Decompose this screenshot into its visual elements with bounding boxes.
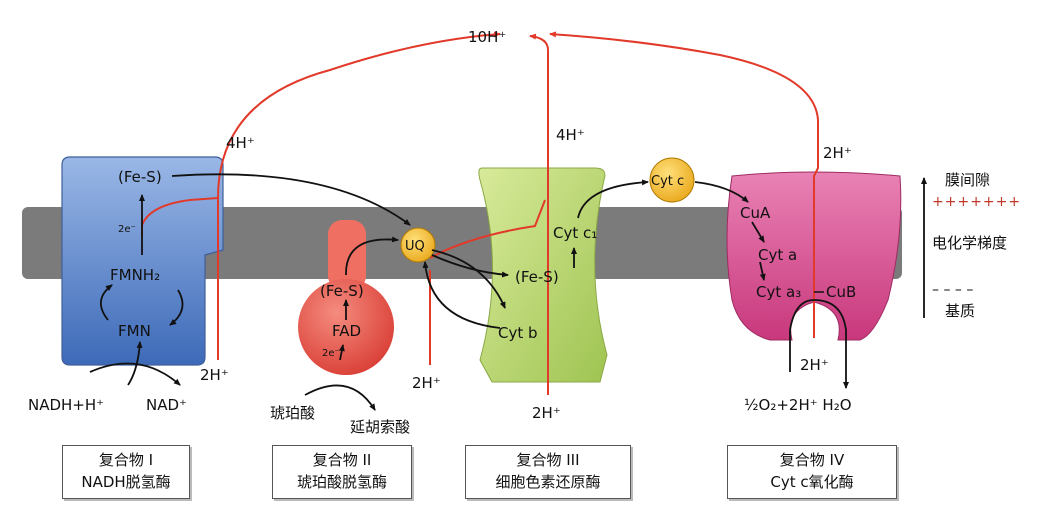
complex-iii-fes-label: (Fe-S)	[515, 268, 559, 286]
matrix-label: 基质	[945, 302, 975, 320]
electron-path-succinate-to-fad	[338, 344, 345, 361]
intermembrane-label: 膜间隙	[945, 171, 990, 189]
electron-path-ii-fes-to-uq	[345, 236, 399, 276]
complex-iii-protons-out-label: 4H⁺	[556, 126, 585, 144]
ubiquinone-label: UQ	[405, 239, 425, 254]
complex-i-caption: 复合物 I NADH脱氢酶	[62, 445, 190, 499]
complex-iv-caption-line1: 复合物 IV	[779, 451, 845, 469]
complex-i-protons-out-label: 4H⁺	[226, 134, 255, 152]
complex-iv-protons-out-label: 2H⁺	[823, 144, 852, 162]
complex-ii-caption-line2: 琥珀酸脱氢酶	[296, 473, 387, 491]
electron-path-succinate-to-fumarate	[304, 384, 376, 411]
complex-i-electrons-label: 2e⁻	[118, 224, 136, 235]
complex-ii-head	[298, 279, 394, 375]
complex-iii-protons-in-left-label: 2H⁺	[412, 374, 441, 392]
electron-path-uq-to-fes	[431, 254, 509, 278]
electron-path-fes-to-uq	[171, 173, 411, 226]
plus-signs: +++++++	[932, 194, 1021, 210]
cytc1-label: Cyt c₁	[553, 224, 597, 242]
complex-iv-caption-line2: Cyt c氧化酶	[770, 473, 854, 491]
proton-path-complex-iii	[529, 33, 549, 395]
electron-path-fmnh2-to-fmn	[169, 289, 184, 326]
complex-iii-caption-line1: 复合物 III	[516, 451, 580, 469]
cub-label: CuB	[826, 283, 856, 301]
complex-iv-caption: 复合物 IV Cyt c氧化酶	[727, 445, 897, 499]
complex-i-protons-in-label: 2H⁺	[200, 366, 229, 384]
electron-path-cytb-to-uq	[422, 261, 501, 329]
electron-path-cytc-to-cua	[694, 181, 749, 203]
cytochrome-c-carrier	[649, 157, 695, 203]
complex-ii-stalk	[328, 220, 366, 290]
cua-label: CuA	[740, 204, 771, 222]
complex-i-shape	[61, 156, 224, 366]
fumarate-label: 延胡索酸	[350, 418, 410, 436]
complex-iii-caption: 复合物 III 细胞色素还原酶	[465, 445, 631, 499]
complex-iv-protons-in-label: 2H⁺	[800, 356, 829, 374]
fmn-label: FMN	[118, 322, 151, 340]
electron-path-cytc1-to-cytc	[577, 179, 649, 219]
electron-path-oxygen-loop	[789, 299, 849, 389]
complex-iii-protons-in-right-label: 2H⁺	[532, 404, 561, 422]
complex-ii-electrons-label: 2e⁻	[322, 348, 340, 359]
complex-iii-caption-line2: 细胞色素还原酶	[495, 473, 601, 491]
total-protons-label: 10H⁺	[468, 28, 506, 46]
nad-label: NAD⁺	[146, 396, 187, 414]
complex-ii-caption: 复合物 II 琥珀酸脱氢酶	[272, 445, 412, 499]
cytochrome-c-label: Cyt c	[651, 174, 684, 189]
nadh-label: NADH+H⁺	[28, 396, 104, 414]
complex-iii-shape	[478, 167, 608, 383]
electron-path-uq-to-cytb	[431, 249, 506, 309]
succinate-label: 琥珀酸	[270, 404, 315, 422]
fmnh2-label: FMNH₂	[110, 266, 160, 284]
complex-ii-caption-line1: 复合物 II	[312, 451, 372, 469]
ubiquinone-carrier	[400, 227, 436, 263]
complex-i-caption-line2: NADH脱氢酶	[81, 473, 171, 491]
complex-ii-fes-label: (Fe-S)	[320, 282, 364, 300]
electron-path-cua-to-cyta	[751, 221, 765, 243]
gradient-label: 电化学梯度	[932, 234, 1007, 252]
minus-signs: – – – –	[932, 282, 973, 298]
proton-path-complex-iv	[549, 31, 819, 338]
cytb-label: Cyt b	[498, 324, 538, 342]
oxygen-reaction-label: ½O₂+2H⁺ H₂O	[744, 396, 852, 414]
electron-path-fmn-to-fmnh2	[100, 284, 113, 321]
cyta3-label: Cyt a₃	[756, 283, 801, 301]
electron-path-nadh-to-fmn	[127, 341, 143, 386]
cyta-label: Cyt a	[758, 246, 797, 264]
fad-label: FAD	[332, 322, 361, 340]
electron-path-cyta-to-cyta3	[759, 261, 766, 281]
proton-path-complex-i	[217, 31, 501, 360]
complex-i-fes-label: (Fe-S)	[118, 168, 162, 186]
electron-path-nadh-to-nad	[89, 362, 181, 386]
complex-i-caption-line1: 复合物 I	[98, 451, 154, 469]
